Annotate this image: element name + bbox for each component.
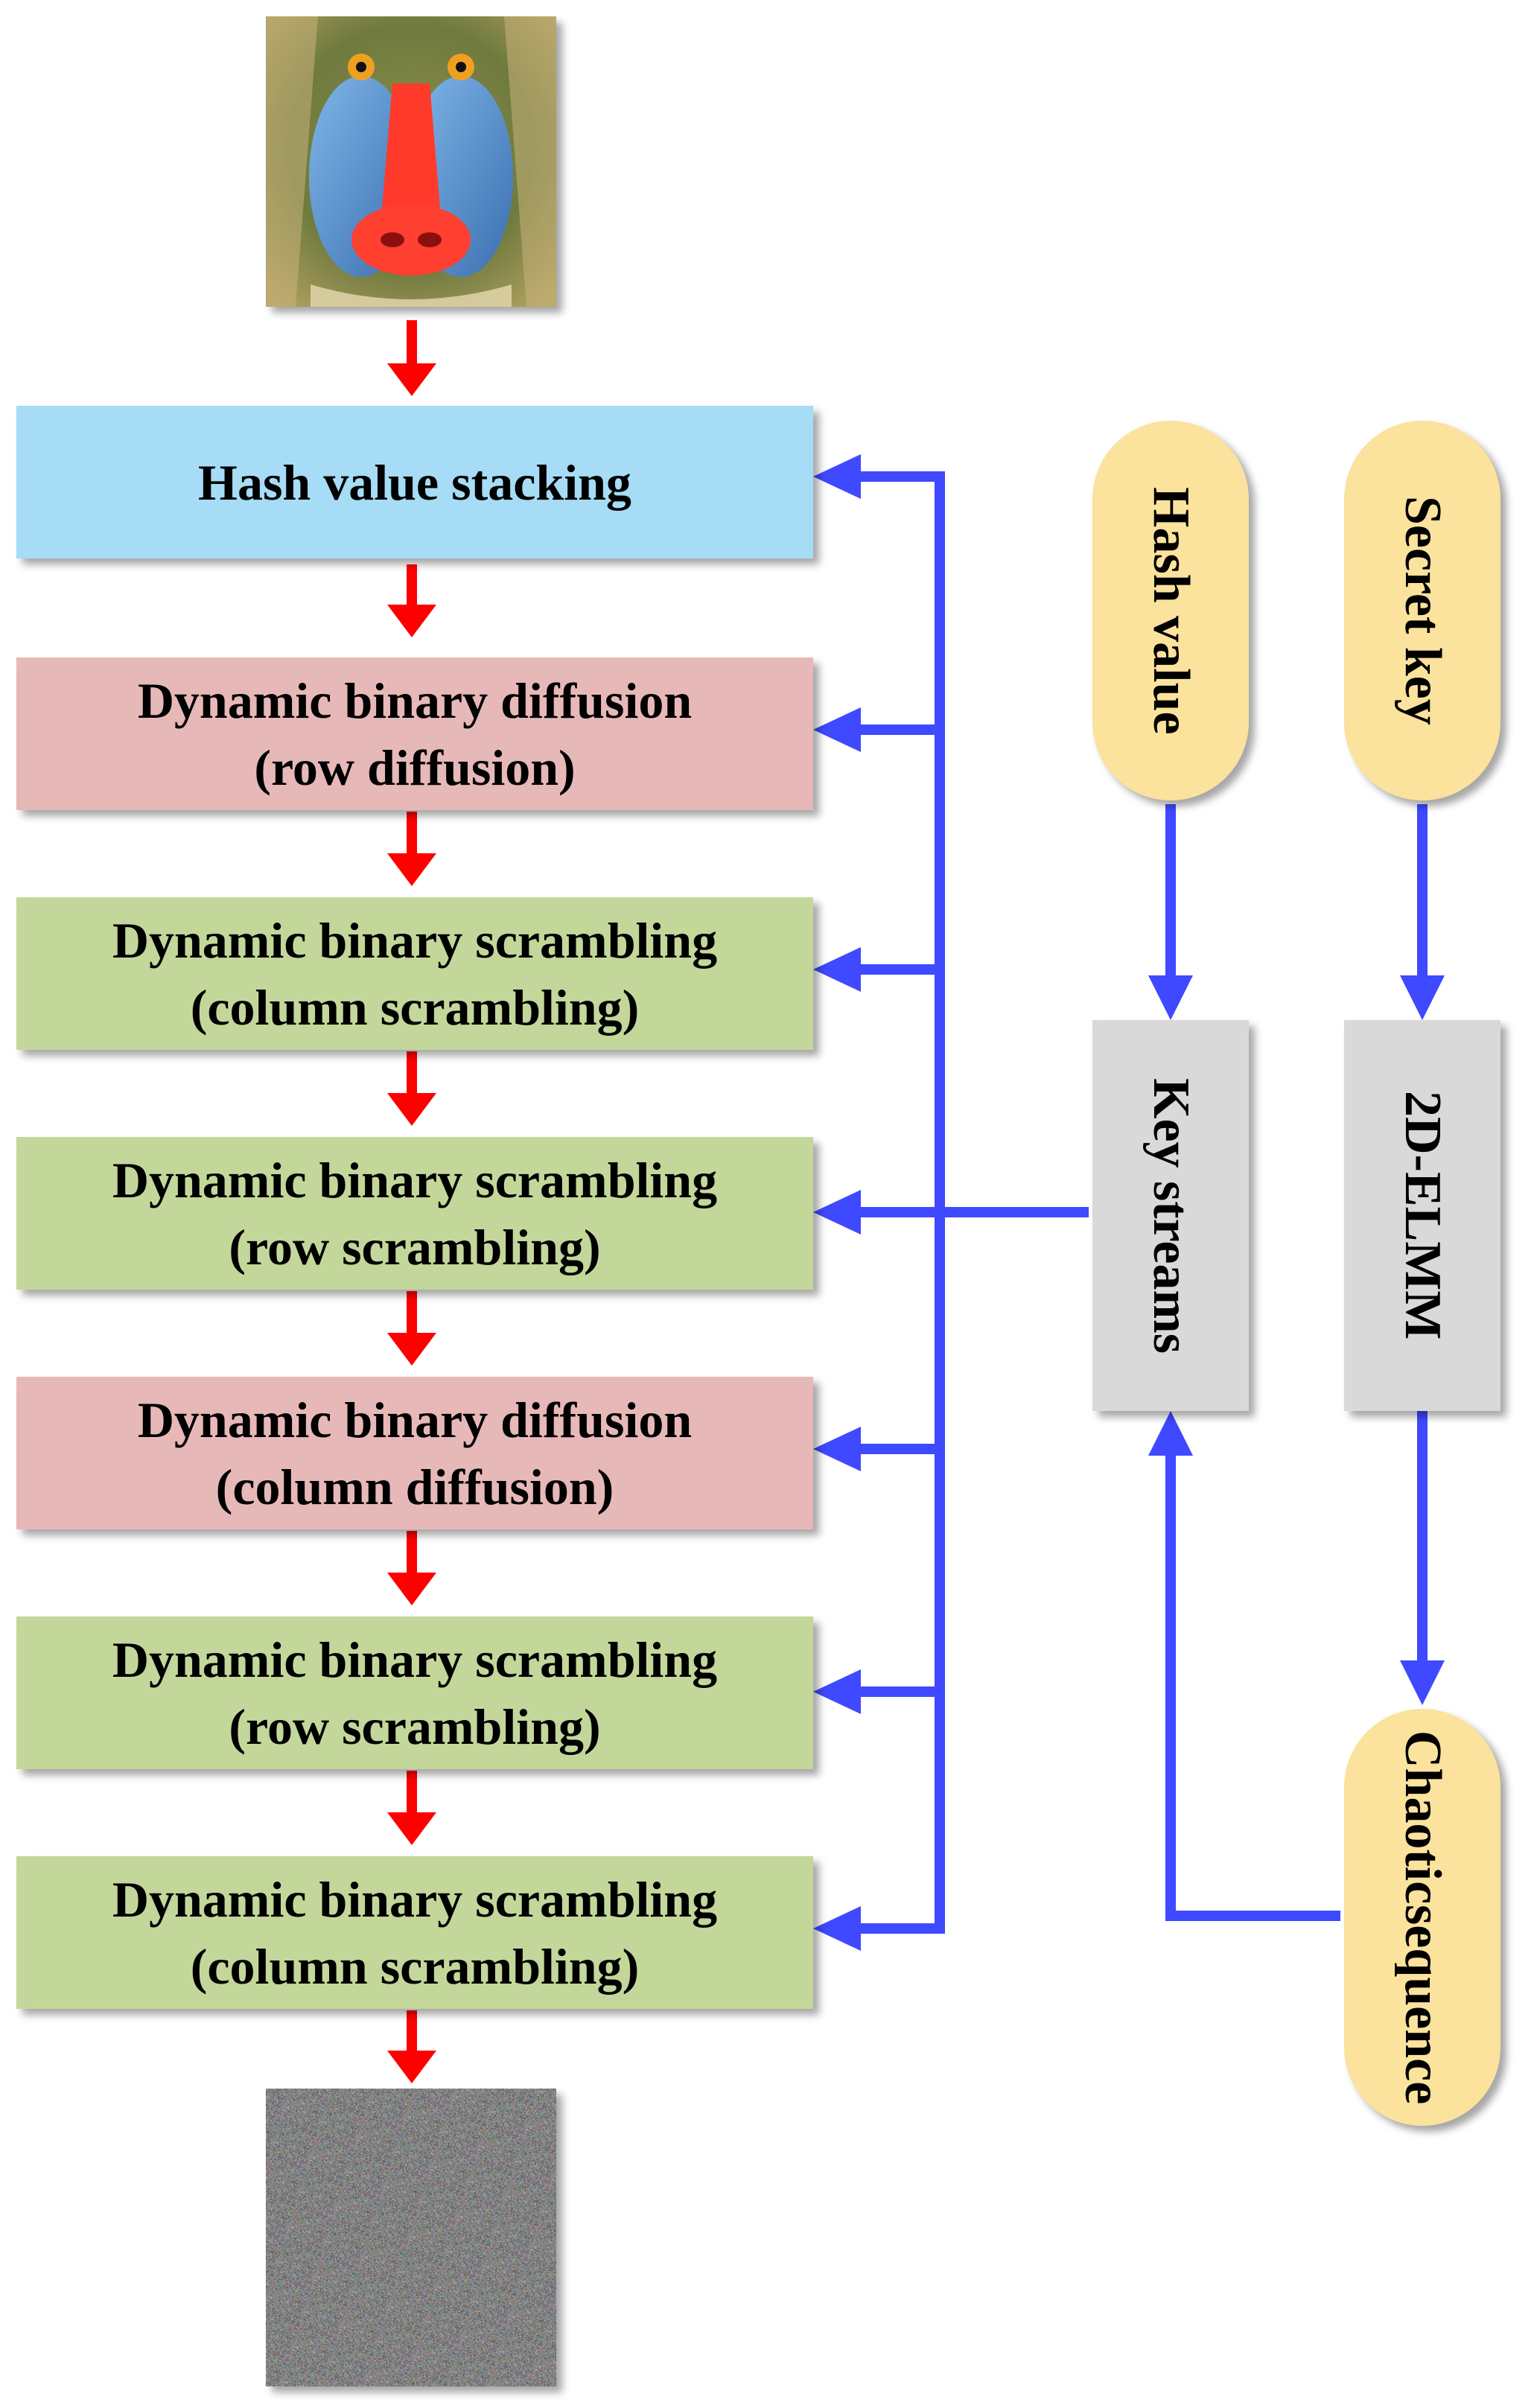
hash-value-label: Hash value (1142, 486, 1200, 735)
muzzle (351, 204, 471, 275)
secret-key-pill (1344, 421, 1500, 800)
step-sublabel: (column diffusion) (215, 1458, 614, 1515)
step-column-diffusion: Dynamic binary diffusion (column diffusi… (16, 1377, 813, 1529)
plain-image (266, 16, 556, 307)
flow-arrow-5 (387, 1291, 436, 1366)
step-row-scrambling-2: Dynamic binary scrambling (row scramblin… (16, 1617, 813, 1769)
step-sublabel: (row scrambling) (229, 1218, 601, 1275)
chaotic-line-1: Chaotic (1394, 1730, 1451, 1905)
flow-arrow-3 (387, 812, 436, 886)
step-row-scrambling: Dynamic binary scrambling (row scramblin… (16, 1137, 813, 1290)
hash-value-pill (1092, 421, 1249, 800)
flow-arrows (387, 320, 436, 2083)
step-sublabel: (column scrambling) (190, 1937, 640, 1995)
step-sublabel: (column scrambling) (190, 978, 640, 1036)
step-column-scrambling: Dynamic binary scrambling (column scramb… (16, 897, 813, 1050)
key-streams-label: Key streams (1142, 1077, 1200, 1354)
secret-key-label: Secret key (1394, 496, 1451, 725)
cipher-image (266, 2089, 556, 2386)
step-row-diffusion: Dynamic binary diffusion (row diffusion) (16, 657, 813, 810)
map-box (1344, 1020, 1500, 1411)
nose-ridge (381, 83, 441, 217)
step-sublabel: (row diffusion) (254, 739, 576, 796)
step-label: Dynamic binary diffusion (137, 672, 693, 729)
chaotic-sequence-label: Chaotic sequence (1344, 1709, 1500, 2126)
step-label: Hash value stacking (198, 453, 631, 511)
step-label: Dynamic binary scrambling (112, 1870, 718, 1928)
flow-arrow-7 (387, 1771, 436, 1845)
flow-arrow-2 (387, 564, 436, 637)
key-streams-box (1092, 1020, 1249, 1411)
step-label: Dynamic binary scrambling (112, 1151, 718, 1208)
flow-arrow-8 (387, 2010, 436, 2083)
map-label: 2D-ELMM (1394, 1091, 1451, 1340)
flow-arrow-6 (387, 1531, 436, 1605)
flow-arrow-4 (387, 1051, 436, 1126)
key-distribution-arrows (860, 471, 1428, 1934)
chaotic-sequence-pill (1344, 1709, 1500, 2126)
chaotic-line-2: sequence (1394, 1904, 1451, 2104)
step-column-scrambling-2: Dynamic binary scrambling (column scramb… (16, 1856, 813, 2009)
step-label: Dynamic binary scrambling (112, 911, 718, 969)
key-arrow-heads (813, 454, 1445, 1951)
step-sublabel: (row scrambling) (229, 1698, 601, 1755)
flow-arrow-1 (387, 320, 436, 396)
step-hash-value-stacking: Hash value stacking (16, 406, 813, 558)
step-label: Dynamic binary diffusion (137, 1391, 693, 1448)
step-label: Dynamic binary scrambling (112, 1631, 718, 1688)
